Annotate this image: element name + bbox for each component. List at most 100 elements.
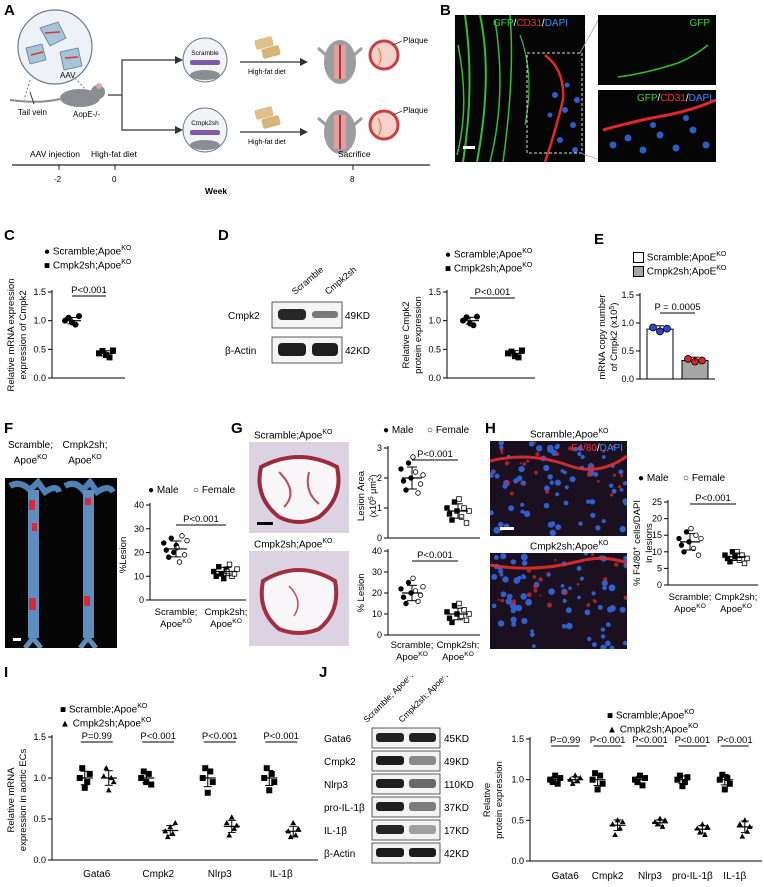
f480-cell	[618, 485, 622, 489]
data-point	[79, 765, 86, 772]
nucleus	[491, 573, 498, 580]
nucleus	[560, 469, 565, 473]
nucleus	[555, 524, 562, 530]
panel-label-e: E	[594, 231, 605, 248]
x-category-label: ApoeKO	[720, 603, 752, 615]
data-point-female	[420, 472, 426, 478]
y-tick-label: 20	[372, 588, 382, 598]
data-point-female	[234, 566, 240, 572]
y-tick-label: 0.5	[33, 814, 46, 824]
f480-cell	[500, 448, 504, 452]
f480-cell	[612, 473, 616, 477]
g-ylabel-line2: (x105 μm2)	[368, 475, 378, 518]
y-tick-label: 0	[377, 533, 382, 543]
y-tick-label: 0.5	[511, 815, 524, 825]
data-point	[592, 770, 599, 777]
y-tick-label: 10	[652, 547, 662, 557]
y-tick-label: 1.5	[33, 287, 46, 297]
nucleus	[507, 593, 513, 600]
d-ylabel-line2: protein expression	[413, 296, 424, 374]
data-point	[76, 313, 83, 320]
d-p-value: P<0.001	[475, 287, 511, 298]
data-point-female	[741, 560, 748, 567]
nucleus	[591, 642, 597, 648]
data-point	[231, 825, 238, 831]
nucleus	[555, 492, 560, 497]
nucleus	[523, 510, 531, 517]
panel-b-image-top-right: GFP	[598, 15, 716, 85]
d-legend-item-scr: ● Scramble;ApoeKO	[445, 248, 533, 261]
p-value-label: P<0.001	[717, 735, 753, 746]
data-point	[169, 830, 176, 836]
data-point	[649, 323, 657, 332]
j-row-label: IL-1β	[324, 826, 347, 837]
y-tick-label: 1.0	[33, 773, 46, 783]
nucleus	[543, 502, 550, 509]
data-point	[634, 779, 641, 786]
data-point-female	[415, 490, 421, 496]
d-row-label: Cmpk2	[228, 311, 260, 322]
c-legend-item-scr: ● Scramble;ApoeKO	[44, 245, 132, 258]
data-point-male	[449, 517, 455, 523]
f480-signal	[490, 556, 627, 570]
data-point-male	[676, 535, 682, 542]
nucleus	[568, 586, 572, 590]
g-percent-p-value: P<0.001	[417, 550, 453, 561]
data-point-female	[734, 549, 740, 555]
y-tick-label: 30	[134, 524, 144, 534]
data-point-female	[739, 552, 745, 558]
data-point	[739, 833, 746, 839]
nucleus	[520, 593, 527, 600]
d-kd-label: 42KD	[345, 346, 370, 357]
b-merge-label: GFP/CD31/DAPI	[636, 93, 712, 104]
data-point	[110, 347, 117, 354]
panel-a-schematic: AAV Tail vein AopE-/- Scramble Cmpk2sh H…	[9, 9, 430, 196]
nucleus	[573, 446, 578, 452]
data-point-female	[410, 575, 416, 581]
data-point	[106, 354, 113, 361]
f480-cell	[602, 449, 606, 453]
panel-j-western-blot: Scramble; Apoe^KO Cmpk2sh; Apoe^KO Gata6…	[324, 676, 474, 864]
nucleus	[498, 441, 504, 446]
y-tick-label: 1	[377, 503, 382, 513]
g-percent-ylabel: % Lesion	[356, 573, 367, 612]
panel-d-western-blot: Scramble Cmpk2sh Cmpk2 β-Actin 49KD 42KD	[225, 264, 370, 364]
nucleus	[591, 591, 596, 596]
f480-cell	[538, 577, 543, 582]
nucleus	[521, 617, 528, 625]
x-category-label: ApoeKO	[442, 651, 474, 663]
y-tick-label: 40	[372, 546, 382, 556]
x-category-label: Scramble;	[391, 640, 434, 651]
y-tick-label: 0.0	[511, 856, 524, 866]
nucleus	[518, 466, 525, 473]
timeline-week: Week	[205, 186, 227, 196]
c-ylabel-line1: Relative mRNA expression	[6, 279, 17, 392]
d-kd-label: 49KD	[345, 311, 370, 322]
data-point-female	[463, 520, 470, 526]
nucleus	[520, 502, 525, 507]
x-category-label: Cmpk2	[592, 871, 624, 882]
f480-cell	[555, 452, 560, 456]
g-legend-item-male: ● Male	[383, 425, 414, 436]
nucleus	[490, 510, 494, 516]
panel-label-h: H	[485, 420, 496, 437]
blot-band	[409, 802, 436, 811]
data-point-male	[168, 535, 174, 541]
data-point	[659, 823, 666, 829]
f480-cell	[497, 598, 500, 601]
y-tick-label: 20	[652, 514, 662, 524]
data-point-female	[176, 559, 183, 565]
f480-cell	[546, 572, 549, 575]
y-tick-label: 25	[652, 497, 662, 507]
data-point	[145, 770, 152, 777]
j-row-label: β-Actin	[324, 849, 355, 860]
h-top-label: Scramble;ApoeKO	[530, 428, 609, 441]
data-point	[204, 789, 211, 796]
nucleus	[609, 605, 616, 612]
data-point-female	[412, 469, 419, 475]
h-ylabel-line1: % F4/80+ cells/DAPI	[632, 500, 643, 586]
p-value-label: P<0.001	[263, 731, 299, 742]
nucleus	[564, 485, 569, 490]
